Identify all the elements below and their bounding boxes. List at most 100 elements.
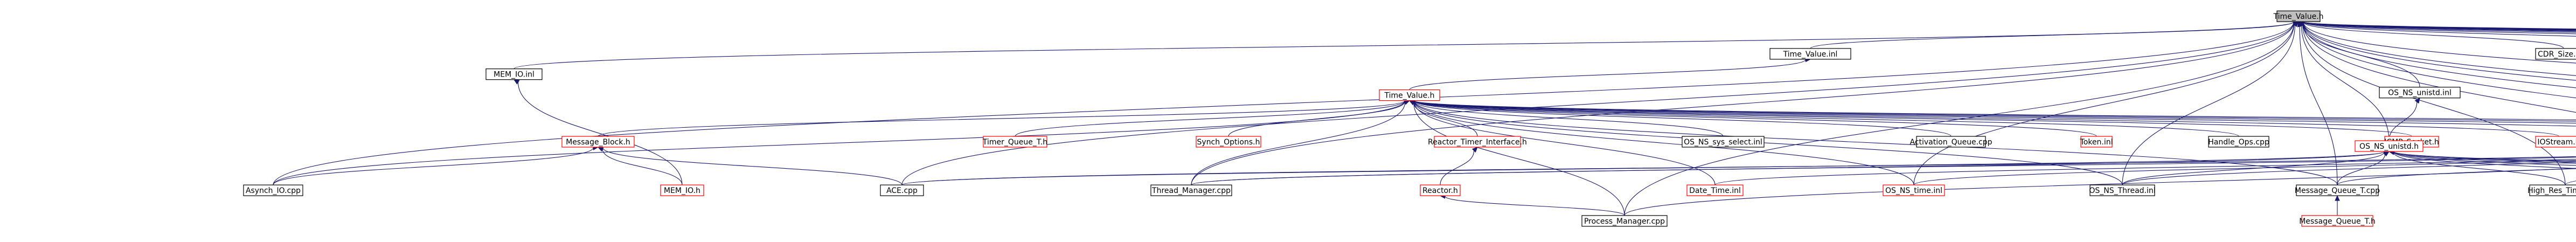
edge [1409, 59, 1806, 91]
edge [2393, 151, 2576, 164]
node-token-inl[interactable]: Token.inl [2080, 136, 2113, 148]
node-reactor-timer-interface-h[interactable]: Reactor_Timer_Interface.h [1428, 136, 1527, 148]
edge [1414, 100, 2576, 123]
node-process-manager-cpp[interactable]: Process_Manager.cpp [1581, 215, 1668, 227]
node-label: OS_NS_unistd.h [2359, 142, 2419, 151]
edge [1191, 151, 2385, 185]
node-label: Message_Queue_T.cpp [2295, 186, 2380, 195]
edge [1414, 100, 2559, 137]
edge [273, 22, 2294, 185]
edge-arrowhead [2297, 21, 2302, 27]
edge [1414, 101, 2338, 185]
edge [2303, 21, 2576, 32]
node-handle-ops-cpp[interactable]: Handle_Ops.cpp [2208, 136, 2269, 148]
node-label: Reactor.h [1422, 186, 1458, 195]
edge [518, 82, 683, 185]
node-label: MEM_IO.h [664, 186, 700, 195]
edge [1414, 100, 2239, 137]
node-thread-manager-cpp[interactable]: Thread_Manager.cpp [1150, 184, 1232, 196]
node-os-ns-thread-inl[interactable]: OS_NS_Thread.inl [2089, 184, 2156, 196]
edge [273, 101, 1405, 185]
edge [2303, 22, 2576, 88]
node-activation-queue-cpp[interactable]: Activation_Queue.cpp [1910, 136, 1992, 148]
node-label: Thread_Manager.cpp [1151, 186, 1231, 195]
edge [2565, 181, 2576, 185]
edge-arrowhead [1471, 147, 1478, 153]
node-time-value-inl[interactable]: Time_Value.inl [1769, 48, 1851, 60]
node-ace-cpp[interactable]: ACE.cpp [880, 184, 924, 196]
node-os-ns-unistd-inl[interactable]: OS_NS_unistd.inl [2379, 87, 2461, 99]
node-asynch-io-cpp[interactable]: Asynch_IO.cpp [243, 184, 303, 196]
edge [2303, 23, 2576, 99]
edge [1414, 100, 2576, 127]
node-mem-io-inl[interactable]: MEM_IO.inl [485, 68, 543, 80]
edge [1414, 100, 2576, 122]
node-label: Time_Value.h [2273, 12, 2323, 21]
edge [2393, 151, 2576, 162]
node-time-value-h[interactable]: Time_Value.h [1379, 89, 1440, 101]
node-cdr-size-cpp[interactable]: CDR_Size.cpp [2535, 48, 2576, 60]
edge [513, 22, 2294, 70]
node-iostream-h[interactable]: IOStream.h [2535, 136, 2576, 148]
node-label: Message_Block.h [566, 138, 630, 147]
node-label: Activation_Queue.cpp [1910, 138, 1992, 147]
edge [1714, 158, 2576, 185]
node-label: Date_Time.inl [1689, 186, 1741, 195]
edge [901, 151, 2385, 185]
node-reactor-h[interactable]: Reactor.h [1420, 184, 1461, 196]
node-message-queue-t-cpp[interactable]: Message_Queue_T.cpp [2295, 184, 2380, 196]
edge [1414, 101, 2123, 185]
edge [2302, 23, 2576, 113]
node-label: MEM_IO.inl [494, 71, 534, 79]
edge [2303, 22, 2576, 33]
node-label: OS_NS_sys_select.inl [1684, 138, 1762, 147]
node-os-ns-time-inl[interactable]: OS_NS_time.inl [1883, 184, 1945, 196]
edge [2393, 151, 2576, 169]
edge [2301, 25, 2390, 141]
node-label: Asynch_IO.cpp [246, 186, 301, 195]
node-timer-queue-t-h[interactable]: Timer_Queue_T.h [982, 136, 1047, 148]
edge [2337, 154, 2385, 185]
edge [2303, 21, 2576, 31]
edge [1413, 102, 1625, 216]
node-layer: Time_Value.hCDR_Size.cppCDR_Stream.cppFI… [243, 10, 2576, 227]
edge [2393, 152, 2566, 185]
node-high-res-timer-cpp[interactable]: High_Res_Timer.cpp [2528, 184, 2576, 196]
edge [2303, 22, 2576, 64]
edge [1414, 100, 1952, 137]
node-mem-io-h[interactable]: MEM_IO.h [660, 184, 704, 196]
node-os-ns-unistd-h[interactable]: OS_NS_unistd.h [2355, 140, 2424, 152]
node-time-value-h[interactable]: Time_Value.h [2273, 10, 2324, 22]
edge-layer [273, 19, 2576, 216]
node-label: OS_NS_time.inl [1885, 186, 1942, 195]
node-label: Message_Queue_T.h [2299, 217, 2376, 226]
node-label: Time_Value.h [1384, 92, 1434, 100]
edge [2303, 22, 2576, 76]
node-synch-options-h[interactable]: Synch_Options.h [1196, 136, 1261, 148]
edge [2122, 151, 2385, 185]
edge [2302, 24, 2566, 185]
node-label: Token.inl [2080, 138, 2113, 147]
edge [1191, 102, 1406, 185]
node-os-ns-sys-select-inl[interactable]: OS_NS_sys_select.inl [1682, 136, 1765, 148]
edge [901, 156, 2576, 185]
edge [2303, 21, 2576, 30]
edge [1414, 100, 2576, 120]
edge [1414, 100, 2097, 137]
edge-arrowhead [513, 79, 520, 85]
node-message-queue-t-h[interactable]: Message_Queue_T.h [2299, 215, 2376, 227]
edge [2303, 22, 2576, 37]
edge [2303, 22, 2576, 34]
node-label: Time_Value.inl [1783, 50, 1838, 59]
edge [1445, 196, 1625, 216]
edge [1191, 22, 2294, 185]
edge [901, 22, 2294, 185]
node-label: OS_NS_unistd.inl [2388, 89, 2452, 98]
edge [2337, 168, 2576, 185]
edge [2393, 151, 2576, 166]
edge-arrowhead [2383, 151, 2390, 157]
node-date-time-inl[interactable]: Date_Time.inl [1686, 184, 1744, 196]
node-label: Process_Manager.cpp [1584, 217, 1665, 226]
node-message-block-h[interactable]: Message_Block.h [561, 136, 635, 148]
node-label: IOStream.h [2537, 138, 2576, 147]
